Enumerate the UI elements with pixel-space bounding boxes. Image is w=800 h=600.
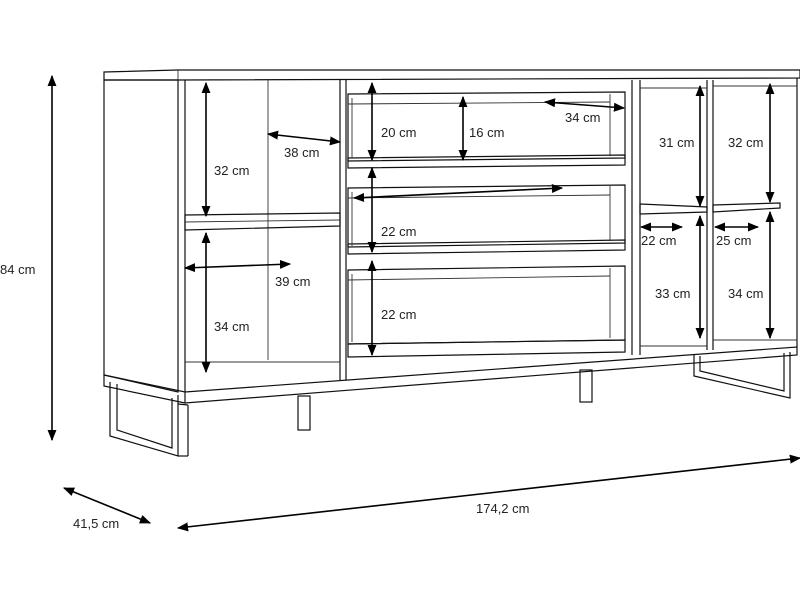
right-a-lower-height-label: 33 cm xyxy=(655,286,690,301)
left-upper-depth-label: 38 cm xyxy=(284,145,319,160)
left-shelf xyxy=(184,212,341,231)
right-shelves xyxy=(639,202,781,215)
drawer-bottom xyxy=(347,265,626,358)
drawer1-height-label: 20 cm xyxy=(381,125,416,140)
drawer1-width-label: 34 cm xyxy=(565,110,600,125)
left-lower-depth-label: 39 cm xyxy=(275,274,310,289)
right-b-upper-height-label: 32 cm xyxy=(728,135,763,150)
drawer1-inner-height-label: 16 cm xyxy=(469,125,504,140)
left-upper-height-label: 32 cm xyxy=(214,163,249,178)
right-b-depth-label: 25 cm xyxy=(716,233,751,248)
sideboard-outline xyxy=(103,69,800,404)
width-label: 174,2 cm xyxy=(476,501,529,516)
drawer2-height-label: 22 cm xyxy=(381,224,416,239)
left-sled-leg xyxy=(109,382,189,457)
drawer3-height-label: 22 cm xyxy=(381,307,416,322)
depth-label: 41,5 cm xyxy=(73,516,119,531)
right-b-lower-height-label: 34 cm xyxy=(728,286,763,301)
right-sled-leg xyxy=(693,352,791,399)
dimension-arrows xyxy=(47,74,800,532)
right-a-upper-height-label: 31 cm xyxy=(659,135,694,150)
drawer-middle xyxy=(347,184,626,255)
height-label: 84 cm xyxy=(0,262,35,277)
right-a-depth-label: 22 cm xyxy=(641,233,676,248)
center-legs xyxy=(297,369,593,431)
left-lower-height-label: 34 cm xyxy=(214,319,249,334)
